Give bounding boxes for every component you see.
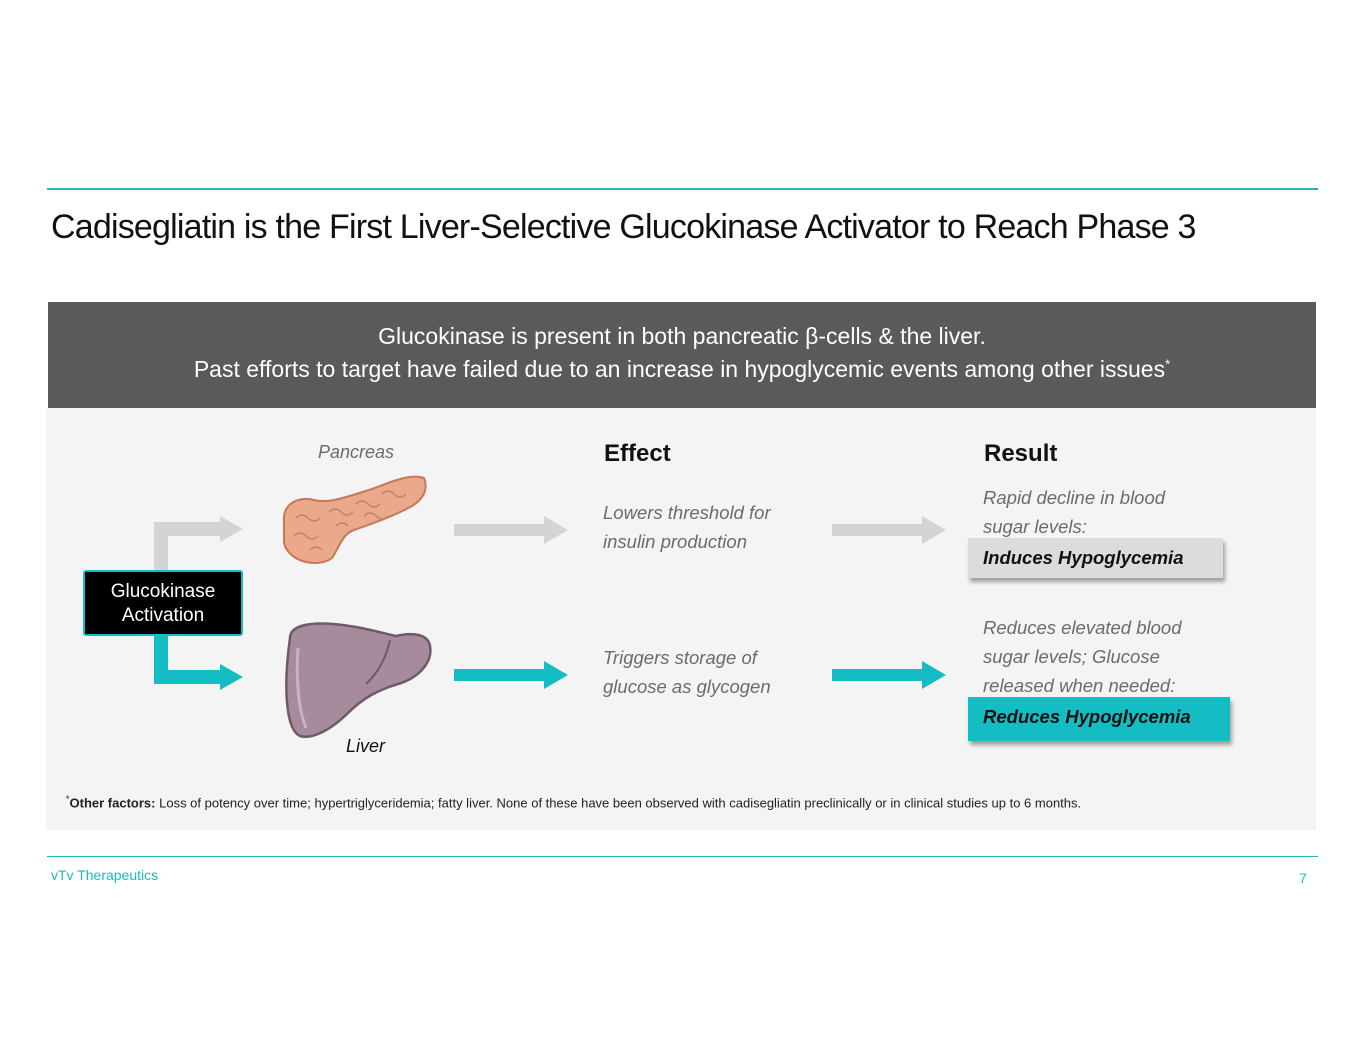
result-header: Result <box>984 440 1058 467</box>
page-number: 7 <box>1299 870 1307 886</box>
reduces-hypoglycemia-label: Reduces Hypoglycemia <box>968 697 1230 741</box>
footnote-text: Loss of potency over time; hypertriglyce… <box>159 795 1082 811</box>
footnote-marker: * <box>66 794 70 804</box>
effect-header: Effect <box>604 440 671 467</box>
page-title: Cadisegliatin is the First Liver-Selecti… <box>51 208 1196 246</box>
pancreas-result-arrow <box>832 516 946 544</box>
key-message-banner: Glucokinase is present in both pancreati… <box>48 302 1316 408</box>
liver-effect-line-2: glucose as glycogen <box>603 676 771 697</box>
banner-line-2-text: Past efforts to target have failed due t… <box>193 356 1166 382</box>
liver-result-arrow <box>832 661 946 689</box>
diagram-panel: Glucokinase Activation Pancreas Liver Ef… <box>46 408 1316 830</box>
pancreas-result-line-2: sugar levels: <box>983 516 1087 537</box>
induces-hypoglycemia-label: Induces Hypoglycemia <box>968 538 1223 578</box>
banner-footnote-marker: * <box>1165 356 1171 372</box>
pancreas-effect-text: Lowers threshold for insulin production <box>603 498 771 556</box>
bottom-divider <box>47 856 1318 857</box>
liver-effect-arrow <box>454 661 568 689</box>
pancreas-effect-line-2: insulin production <box>603 531 747 552</box>
company-name: vTv Therapeutics <box>51 867 159 883</box>
glucokinase-activation-box: Glucokinase Activation <box>83 570 243 636</box>
flow-arrows <box>154 516 946 690</box>
liver-label: Liver <box>346 736 386 756</box>
pancreas-result-line-1: Rapid decline in blood <box>983 487 1166 508</box>
pancreas-image <box>282 475 427 564</box>
liver-image <box>285 622 432 739</box>
liver-effect-text: Triggers storage of glucose as glycogen <box>603 643 771 701</box>
liver-result-line-2: sugar levels; Glucose <box>983 646 1160 667</box>
banner-line-1: Glucokinase is present in both pancreati… <box>378 323 986 349</box>
pancreas-branch-arrow <box>154 516 243 572</box>
liver-branch-arrow <box>154 636 243 690</box>
top-divider <box>47 188 1318 190</box>
pancreas-result-text: Rapid decline in blood sugar levels: <box>983 483 1165 541</box>
liver-result-text: Reduces elevated blood sugar levels; Glu… <box>983 613 1182 700</box>
activation-label-line-1: Glucokinase <box>110 581 216 602</box>
liver-result-line-1: Reduces elevated blood <box>983 617 1182 638</box>
liver-result-line-3: released when needed: <box>983 675 1176 696</box>
footnote-bold: Other factors: <box>69 795 156 811</box>
activation-label-line-2: Activation <box>121 605 205 626</box>
banner-line-2: Past efforts to target have failed due t… <box>48 353 1316 386</box>
liver-effect-line-1: Triggers storage of <box>603 647 757 668</box>
pancreas-effect-line-1: Lowers threshold for <box>603 502 771 523</box>
pancreas-effect-arrow <box>454 516 568 544</box>
pancreas-label: Pancreas <box>318 442 395 462</box>
footnote: *Other factors: Loss of potency over tim… <box>66 794 1081 810</box>
